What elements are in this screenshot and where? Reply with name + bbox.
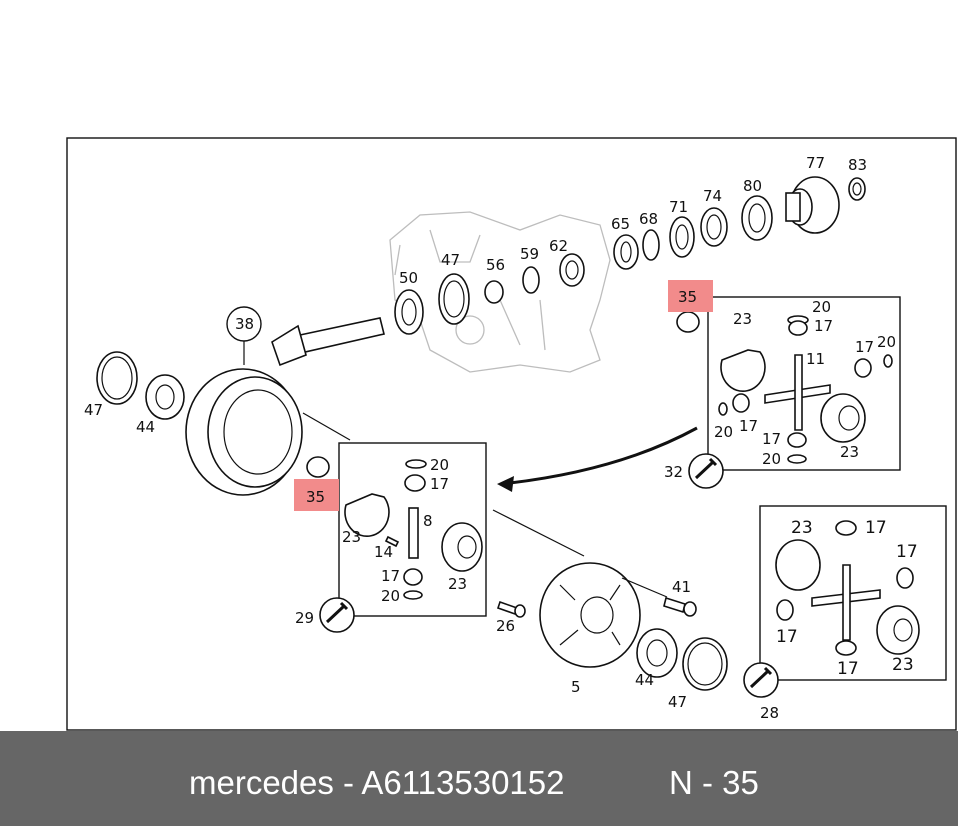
part-label: 68 [639, 210, 658, 228]
nut-part [848, 177, 866, 201]
highlight-marker [668, 280, 713, 312]
part-label: 28 [760, 704, 779, 722]
part-label: 17 [762, 430, 781, 448]
part-label: 20 [381, 587, 400, 605]
part-label: 47 [441, 251, 460, 269]
part-label: 44 [136, 418, 155, 436]
part-label: 5 [571, 678, 581, 696]
part-label: 20 [812, 298, 831, 316]
spacer-part [522, 266, 540, 294]
footer-bar: mercedes - A6113530152 N - 35 [0, 731, 958, 826]
bearing-part [636, 628, 678, 678]
detail-box-right-top [707, 296, 901, 471]
leader-lines [243, 340, 668, 598]
part-label: 17 [776, 627, 798, 647]
part-label: 56 [486, 256, 505, 274]
bearing-part [145, 374, 185, 420]
seal-part [741, 195, 773, 241]
drive-flange-part [785, 176, 840, 234]
part-label: 23 [892, 655, 914, 675]
bearing-part [613, 234, 639, 270]
part-label: 23 [733, 310, 752, 328]
part-label: 23 [342, 528, 361, 546]
shim-part [642, 229, 660, 261]
differential-housing-part [539, 562, 641, 668]
part-label: 65 [611, 215, 630, 233]
part-label: 20 [430, 456, 449, 474]
part-label: 44 [635, 671, 654, 689]
part-label: 17 [896, 542, 918, 562]
highlight-marker [294, 479, 339, 511]
part-label: 47 [84, 401, 103, 419]
part-label: 17 [739, 417, 758, 435]
callout-circle [226, 306, 262, 342]
seal-part [96, 351, 138, 405]
part-label: 59 [520, 245, 539, 263]
pinion-parts-row [271, 176, 866, 367]
footer-part-number: mercedes - A6113530152 [189, 764, 565, 801]
detail-box-center [338, 442, 487, 617]
part-label: 17 [430, 475, 449, 493]
wrench-icon [319, 597, 355, 633]
bearing-part [394, 289, 424, 335]
part-label: 23 [791, 518, 813, 538]
part-label: 50 [399, 269, 418, 287]
part-label: 29 [295, 609, 314, 627]
part-label: 35 [306, 488, 325, 506]
part-label: 32 [664, 463, 683, 481]
bolt-part [663, 596, 697, 617]
part-label: 47 [668, 693, 687, 711]
part-label: 8 [423, 512, 433, 530]
part-label: 41 [672, 578, 691, 596]
part-label: 62 [549, 237, 568, 255]
footer-position-number: N - 35 [669, 764, 759, 801]
part-label: 35 [678, 288, 697, 306]
part-label: 71 [669, 198, 688, 216]
part-label: 17 [855, 338, 874, 356]
part-label: 17 [837, 659, 859, 679]
washer-part [676, 311, 700, 333]
bolt-part [496, 600, 526, 618]
bearing-part [669, 216, 695, 258]
part-label: 23 [840, 443, 859, 461]
part-label: 11 [806, 350, 825, 368]
axle-housing-outline [389, 211, 611, 373]
seal-part [438, 273, 470, 325]
seal-part [682, 637, 728, 691]
part-label: 26 [496, 617, 515, 635]
part-label: 83 [848, 156, 867, 174]
part-label: 80 [743, 177, 762, 195]
part-label: 14 [374, 543, 393, 561]
part-label: 20 [877, 333, 896, 351]
part-number-labels: 77 83 80 74 71 68 65 62 59 56 47 50 38 4… [84, 154, 918, 722]
wrench-icon [743, 662, 779, 698]
part-label: 20 [762, 450, 781, 468]
wrench-icon [688, 453, 724, 489]
arrow-to-detail [509, 426, 698, 485]
pinion-shaft-part [271, 317, 385, 367]
part-label: 74 [703, 187, 722, 205]
sleeve-part [484, 280, 504, 304]
arrow-head [497, 476, 514, 492]
part-label: 77 [806, 154, 825, 172]
part-label: 20 [714, 423, 733, 441]
part-label: 17 [814, 317, 833, 335]
part-label: 23 [448, 575, 467, 593]
washer-part [306, 456, 330, 478]
ring-part [700, 207, 728, 247]
part-label: 17 [381, 567, 400, 585]
part-label: 17 [865, 518, 887, 538]
ring-gear-part [185, 368, 303, 496]
detail-box-right-bottom [759, 505, 947, 681]
ring-part [559, 253, 585, 287]
part-label: 38 [235, 315, 254, 333]
